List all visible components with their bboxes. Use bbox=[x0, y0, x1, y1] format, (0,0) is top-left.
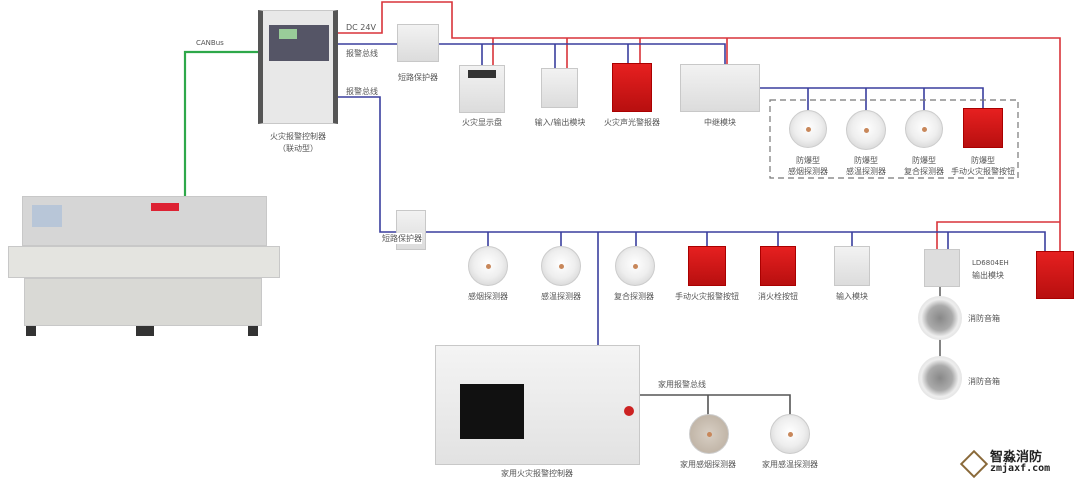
ex-combo-label: 防爆型复合探测器 bbox=[904, 156, 944, 176]
sound-light-alarm-2 bbox=[1036, 251, 1074, 299]
fire-alarm-controller bbox=[258, 10, 338, 124]
relay-module bbox=[680, 64, 760, 112]
ex-heat-detector bbox=[846, 110, 886, 150]
power-line bbox=[338, 1, 1061, 252]
explosion-proof-group bbox=[769, 99, 1019, 179]
home-bus-label: 家用报警总线 bbox=[658, 380, 706, 389]
controller-type-label: （联动型） bbox=[278, 144, 318, 153]
output-module-label: 输出模块 bbox=[972, 271, 1004, 280]
smoke-detector bbox=[468, 246, 508, 286]
alarm-bus-1-label: 报警总线 bbox=[346, 49, 378, 58]
fire-display-panel bbox=[459, 65, 505, 113]
output-module bbox=[924, 249, 960, 287]
ex-heat-label: 防爆型感温探测器 bbox=[846, 156, 886, 176]
ex-manual-label: 防爆型手动火灾报警按钮 bbox=[951, 156, 1015, 176]
smoke-label: 感烟探测器 bbox=[468, 292, 508, 301]
sound-light-alarm bbox=[612, 63, 652, 112]
short-protector-2-label: 短路保护器 bbox=[382, 233, 422, 244]
short-circuit-protector-1 bbox=[397, 24, 439, 62]
monitoring-console bbox=[8, 196, 280, 336]
ex-smoke-detector bbox=[789, 110, 827, 148]
logo-mark-icon bbox=[959, 449, 989, 479]
ex-combo-detector bbox=[905, 110, 943, 148]
relay-bus bbox=[760, 87, 984, 110]
short-protector-1-label: 短路保护器 bbox=[398, 73, 438, 82]
input-module-label: 输入模块 bbox=[836, 292, 868, 301]
home-fire-controller bbox=[435, 345, 640, 465]
sound-light-alarm-label: 火灾声光警报器 bbox=[604, 118, 660, 127]
home-heat-detector bbox=[770, 414, 810, 454]
logo-name: 智淼消防 bbox=[990, 450, 1043, 465]
combo-label: 复合探测器 bbox=[614, 292, 654, 301]
alarm-bus-2 bbox=[338, 96, 1046, 346]
speaker-1 bbox=[918, 296, 962, 340]
manual-label: 手动火灾报警按钮 bbox=[675, 292, 739, 301]
controller-label: 火灾报警控制器 bbox=[270, 132, 326, 141]
alarm-bus-2-label: 报警总线 bbox=[346, 87, 378, 96]
home-controller-label: 家用火灾报警控制器 bbox=[501, 469, 573, 478]
heat-label: 感温探测器 bbox=[541, 292, 581, 301]
speaker-2 bbox=[918, 356, 962, 400]
output-model-label: LD6804EH bbox=[972, 259, 1009, 267]
speaker-1-label: 消防音箱 bbox=[968, 314, 1000, 323]
fire-display-label: 火灾显示盘 bbox=[462, 118, 502, 127]
home-bus bbox=[640, 394, 791, 415]
speaker-2-label: 消防音箱 bbox=[968, 377, 1000, 386]
ex-manual-button bbox=[963, 108, 1003, 148]
dc24v-label: DC 24V bbox=[346, 23, 376, 32]
relay-module-label: 中继模块 bbox=[704, 118, 736, 127]
heat-detector bbox=[541, 246, 581, 286]
home-heat-label: 家用感温探测器 bbox=[762, 460, 818, 469]
canbus-label: CANBus bbox=[196, 39, 224, 47]
canbus-line bbox=[183, 50, 258, 197]
brand-logo: 智淼消防 zmjaxf.com bbox=[959, 446, 1072, 479]
manual-alarm-button bbox=[688, 246, 726, 286]
hydrant-button bbox=[760, 246, 796, 286]
io-module bbox=[541, 68, 578, 108]
home-smoke-detector bbox=[689, 414, 729, 454]
hydrant-label: 消火栓按钮 bbox=[758, 292, 798, 301]
combo-detector bbox=[615, 246, 655, 286]
ex-smoke-label: 防爆型感烟探测器 bbox=[788, 156, 828, 176]
io-module-label: 输入/输出模块 bbox=[534, 118, 586, 127]
short-circuit-protector-2 bbox=[396, 210, 426, 250]
power-drops bbox=[492, 38, 1060, 249]
input-module bbox=[834, 246, 870, 286]
logo-url: zmjaxf.com bbox=[990, 463, 1051, 474]
home-smoke-label: 家用感烟探测器 bbox=[680, 460, 736, 469]
alarm-bus-1 bbox=[338, 43, 726, 69]
